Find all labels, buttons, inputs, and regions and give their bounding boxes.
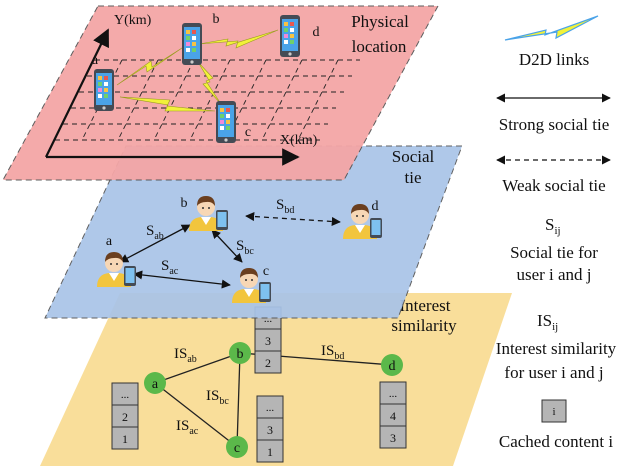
legend: D2D links Strong social tie Weak social … <box>496 15 617 451</box>
legend-cache-box <box>541 399 567 423</box>
legend-isij-desc-2: for user i and j <box>504 363 603 382</box>
interest-node-c: c <box>226 436 248 458</box>
is-ac-label: ISac <box>176 418 199 437</box>
interest-link-bc <box>236 352 241 448</box>
is-bd-label: ISbd <box>321 343 344 362</box>
legend-isij-desc-1: Interest similarity <box>496 339 617 358</box>
is-bc-label: ISbc <box>206 388 229 407</box>
cache-d-item-1: 4 <box>390 409 396 423</box>
cache-b-item-2: 2 <box>265 356 271 370</box>
social-user-d-label: d <box>372 199 379 214</box>
d2d-link-ac <box>119 96 216 112</box>
smartphone-icon <box>94 69 114 111</box>
interest-node-d: d <box>381 354 403 376</box>
strong-tie-ac <box>133 270 231 289</box>
social-user-a-label: a <box>106 234 113 249</box>
interest-node-a: a <box>144 372 166 394</box>
s-bd-label: Sbd <box>276 197 294 216</box>
y-axis-label: Y(km) <box>114 13 152 28</box>
cache-d-item-0: ... <box>389 388 398 400</box>
legend-cache-box-label: i <box>552 406 555 418</box>
social-layer-title-2: tie <box>405 168 422 187</box>
physical-layer-plane <box>2 5 439 181</box>
legend-d2d-label: D2D links <box>519 50 589 69</box>
legend-sij-desc-2: user i and j <box>516 265 591 284</box>
cache-a-item-2: 1 <box>122 432 128 446</box>
cache-stack-d: ... 4 3 <box>379 381 407 449</box>
phone-a: a <box>92 53 114 111</box>
strong-tie-ab <box>119 224 191 263</box>
weak-tie-bd <box>245 211 341 227</box>
social-user-c: c <box>232 264 271 303</box>
legend-strong-label: Strong social tie <box>499 115 609 134</box>
social-layer-title-1: Social <box>392 147 435 166</box>
social-user-d: d <box>343 199 382 239</box>
phone-b-label: b <box>213 12 220 27</box>
physical-layer-title-2: location <box>352 37 407 56</box>
s-ac-label: Sac <box>161 258 179 277</box>
interest-layer-title-2: similarity <box>391 316 457 335</box>
cache-stack-c: ... 3 1 <box>256 395 284 463</box>
legend-isij-symbol: ISij <box>537 311 558 333</box>
cache-c-item-2: 1 <box>267 445 273 459</box>
s-bc-label: Sbc <box>236 238 254 257</box>
x-axis-label: X(km) <box>280 133 318 148</box>
smartphone-icon <box>216 101 236 143</box>
social-user-a: a <box>97 234 136 287</box>
cache-c-item-1: 3 <box>267 423 273 437</box>
legend-sij-symbol: Sij <box>545 215 561 237</box>
interest-link-ab <box>154 352 241 384</box>
cache-b-item-1: 3 <box>265 334 271 348</box>
physical-layer-title-1: Physical <box>351 12 409 31</box>
interest-node-b-label: b <box>237 347 244 362</box>
legend-cache-desc: Cached content i <box>499 432 614 451</box>
social-user-b-label: b <box>181 196 188 211</box>
phone-d-label: d <box>313 25 320 40</box>
interest-node-d-label: d <box>389 359 396 374</box>
cache-d-item-2: 3 <box>390 431 396 445</box>
interest-node-c-label: c <box>234 441 240 456</box>
cache-b-item-0: ... <box>264 313 273 325</box>
s-ab-label: Sab <box>146 223 164 242</box>
cache-stack-a: ... 2 1 <box>111 382 139 450</box>
phone-d: d <box>280 15 320 57</box>
y-axis <box>45 28 109 158</box>
phone-a-label: a <box>92 53 99 68</box>
interest-node-a-label: a <box>152 377 159 392</box>
phone-c-label: c <box>245 125 251 140</box>
social-user-b: b <box>181 196 228 231</box>
cache-a-item-1: 2 <box>122 410 128 424</box>
legend-d2d-icon <box>504 15 599 41</box>
cache-c-item-0: ... <box>266 402 275 414</box>
is-ab-label: ISab <box>174 346 197 365</box>
interest-node-b: b <box>229 342 251 364</box>
phone-c: c <box>216 101 251 143</box>
social-user-c-label: c <box>263 264 269 279</box>
legend-sij-desc-1: Social tie for <box>510 243 598 262</box>
cache-a-item-0: ... <box>121 389 130 401</box>
legend-weak-label: Weak social tie <box>502 176 605 195</box>
phone-b: b <box>182 12 220 65</box>
d2d-link-bd <box>198 29 279 49</box>
smartphone-icon <box>280 15 300 57</box>
strong-tie-bc <box>211 229 243 263</box>
smartphone-icon <box>182 23 202 65</box>
interest-link-ac <box>154 382 238 448</box>
interest-layer-title-1: Interest <box>400 296 451 315</box>
